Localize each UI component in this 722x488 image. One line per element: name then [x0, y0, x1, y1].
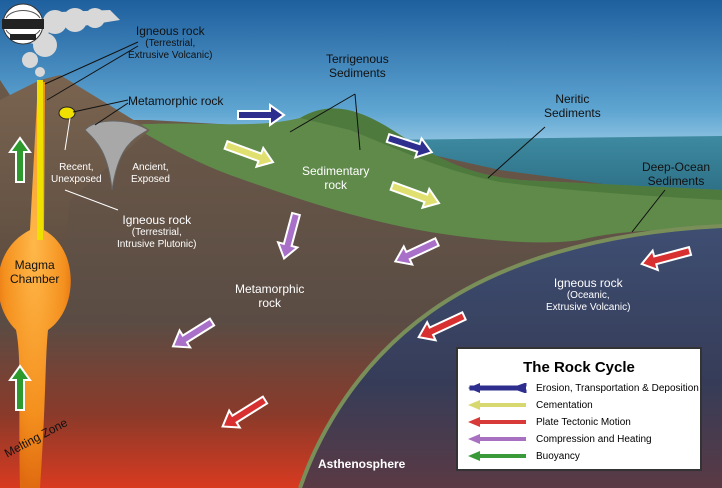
label-neritic-2: Sediments — [544, 106, 601, 120]
label-magma-1: Magma — [10, 258, 59, 272]
label-exposed: Exposed — [131, 174, 170, 186]
label-igneous-plutonic-sub: (Terrestrial, — [117, 227, 196, 239]
legend-arrow-compression — [468, 434, 528, 444]
legend-label-erosion: Erosion, Transportation & Deposition — [536, 383, 699, 394]
label-metamorphic: Metamorphic rock — [235, 282, 304, 310]
label-igneous-oceanic-sub2: Extrusive Volcanic) — [546, 302, 630, 314]
label-igneous-oceanic-title: Igneous rock — [546, 276, 630, 290]
label-igneous-plutonic-sub2: Intrusive Plutonic) — [117, 239, 196, 251]
label-igneous-extrusive: Igneous rock (Terrestrial, Extrusive Vol… — [128, 24, 212, 62]
legend: The Rock Cycle Erosion, Transportation &… — [456, 347, 702, 471]
legend-item-tectonic: Plate Tectonic Motion — [468, 415, 631, 429]
label-recent: Recent, — [51, 162, 102, 174]
label-deep-ocean-2: Sediments — [642, 174, 710, 188]
label-recent-unexposed: Recent, Unexposed — [51, 162, 102, 186]
label-igneous-oceanic: Igneous rock (Oceanic, Extrusive Volcani… — [546, 276, 630, 314]
label-neritic-1: Neritic — [544, 92, 601, 106]
label-magma-chamber: Magma Chamber — [10, 258, 59, 286]
label-deep-ocean-1: Deep-Ocean — [642, 160, 710, 174]
label-asthenosphere: Asthenosphere — [318, 457, 405, 471]
legend-arrow-buoyancy — [468, 451, 528, 461]
legend-label-tectonic: Plate Tectonic Motion — [536, 417, 631, 428]
label-magma-2: Chamber — [10, 272, 59, 286]
label-igneous-plutonic-title: Igneous rock — [117, 213, 196, 227]
label-terrigenous-2: Sediments — [326, 66, 389, 80]
legend-item-buoyancy: Buoyancy — [468, 449, 580, 463]
label-igneous-oceanic-sub: (Oceanic, — [546, 290, 630, 302]
legend-item-compression: Compression and Heating — [468, 432, 652, 446]
legend-item-cementation: Cementation — [468, 398, 593, 412]
label-metamorphic-2: rock — [235, 296, 304, 310]
legend-arrow-cementation — [468, 400, 528, 410]
label-igneous-extrusive-sub2: Extrusive Volcanic) — [128, 50, 212, 62]
missouri-logo — [0, 0, 46, 48]
label-ancient: Ancient, — [131, 162, 170, 174]
label-terrigenous: Terrigenous Sediments — [326, 52, 389, 80]
legend-label-compression: Compression and Heating — [536, 434, 652, 445]
label-metamorphic-1: Metamorphic — [235, 282, 304, 296]
legend-label-cementation: Cementation — [536, 400, 593, 411]
label-igneous-extrusive-title: Igneous rock — [128, 24, 212, 38]
label-unexposed: Unexposed — [51, 174, 102, 186]
label-igneous-extrusive-sub: (Terrestrial, — [128, 38, 212, 50]
legend-title: The Rock Cycle — [458, 359, 700, 376]
label-metamorphic-top: Metamorphic rock — [128, 94, 223, 108]
label-igneous-plutonic: Igneous rock (Terrestrial, Intrusive Plu… — [117, 213, 196, 251]
label-terrigenous-1: Terrigenous — [326, 52, 389, 66]
label-sedimentary-1: Sedimentary — [302, 164, 369, 178]
label-neritic: Neritic Sediments — [544, 92, 601, 120]
legend-arrow-erosion — [468, 383, 528, 393]
label-sedimentary-2: rock — [302, 178, 369, 192]
legend-arrow-tectonic — [468, 417, 528, 427]
label-ancient-exposed: Ancient, Exposed — [131, 162, 170, 186]
label-deep-ocean: Deep-Ocean Sediments — [642, 160, 710, 188]
legend-item-erosion: Erosion, Transportation & Deposition — [468, 381, 699, 395]
recent-metamorphic-blob — [59, 107, 75, 119]
label-sedimentary: Sedimentary rock — [302, 164, 369, 192]
volcanic-vent — [37, 80, 43, 240]
legend-label-buoyancy: Buoyancy — [536, 451, 580, 462]
